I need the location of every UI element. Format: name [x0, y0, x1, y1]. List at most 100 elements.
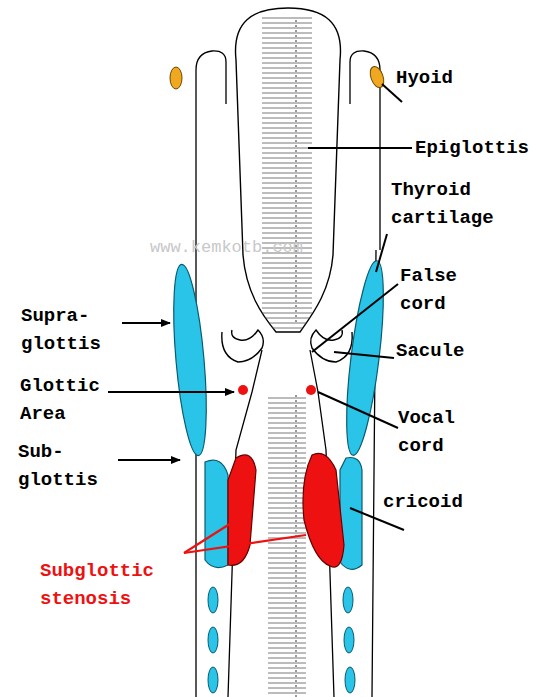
- region-label: Glottic Area: [20, 372, 112, 428]
- hatch-line: [268, 488, 306, 489]
- leader-lines: [108, 84, 412, 530]
- hatch-line: [262, 318, 312, 319]
- hatch-line: [262, 18, 312, 19]
- hatch-line: [262, 28, 312, 29]
- hatch-line: [262, 108, 312, 109]
- hatch-line: [268, 643, 306, 644]
- hatch-line: [262, 163, 312, 164]
- epiglottis-hatching: [262, 18, 312, 328]
- hatch-line: [268, 438, 306, 439]
- hatch-line: [268, 633, 306, 634]
- hatch-line: [268, 598, 306, 599]
- hatch-line: [262, 278, 312, 279]
- vocal-cord-dot: [306, 385, 316, 395]
- part-label: False cord: [400, 262, 472, 318]
- hatch-line: [268, 593, 306, 594]
- pathology-label: Subglottic stenosis: [40, 557, 172, 613]
- hatch-line: [268, 443, 306, 444]
- hatch-line: [268, 668, 306, 669]
- hatch-line: [268, 658, 306, 659]
- hatch-line: [268, 493, 306, 494]
- part-label: Vocal cord: [398, 404, 470, 460]
- hatch-line: [262, 73, 312, 74]
- hatch-line: [268, 613, 306, 614]
- trachea-midline: [296, 395, 297, 697]
- hatch-line: [262, 218, 312, 219]
- hatch-line: [268, 498, 306, 499]
- hatch-line: [268, 413, 306, 414]
- hatch-line: [268, 503, 306, 504]
- pharynx-outline: [196, 51, 226, 104]
- hatch-line: [262, 263, 312, 264]
- hatch-line: [262, 173, 312, 174]
- stenosis-tissue: [228, 455, 256, 565]
- hatch-line: [262, 183, 312, 184]
- hatch-line: [268, 528, 306, 529]
- hatch-line: [268, 618, 306, 619]
- hatch-line: [268, 588, 306, 589]
- part-label: Thyroid cartilage: [391, 176, 503, 232]
- hatch-line: [262, 133, 312, 134]
- hatch-line: [268, 463, 306, 464]
- hatch-line: [262, 273, 312, 274]
- trachea-hatching: [268, 398, 306, 693]
- hatch-line: [268, 483, 306, 484]
- hatch-line: [262, 303, 312, 304]
- epiglottis-shape: [235, 8, 340, 332]
- hatch-line: [262, 258, 312, 259]
- hatch-line: [262, 103, 312, 104]
- hatch-line: [268, 478, 306, 479]
- hatch-line: [268, 403, 306, 404]
- hatch-line: [262, 68, 312, 69]
- hatch-line: [262, 328, 312, 329]
- hatch-line: [262, 213, 312, 214]
- hatch-line: [268, 458, 306, 459]
- part-label: Epiglottis: [415, 134, 539, 162]
- false-cord-shape: [222, 330, 264, 362]
- hatch-line: [268, 473, 306, 474]
- hatch-line: [268, 453, 306, 454]
- hatch-line: [268, 418, 306, 419]
- hatch-line: [268, 648, 306, 649]
- thyroid-cartilage: [339, 259, 391, 457]
- hatch-line: [268, 578, 306, 579]
- hatch-line: [268, 518, 306, 519]
- hatch-line: [262, 233, 312, 234]
- hatch-line: [268, 683, 306, 684]
- hatch-line: [262, 158, 312, 159]
- hatch-line: [262, 88, 312, 89]
- hatch-line: [262, 298, 312, 299]
- hatch-line: [262, 53, 312, 54]
- hatch-line: [262, 58, 312, 59]
- vocal-cord-dot: [238, 385, 248, 395]
- hyoid-bone: [170, 67, 182, 89]
- part-label: Hyoid: [396, 64, 516, 92]
- hatch-line: [268, 663, 306, 664]
- hatch-line: [268, 673, 306, 674]
- stenosis-tissue: [303, 453, 344, 567]
- hatch-line: [268, 548, 306, 549]
- hatch-line: [262, 283, 312, 284]
- hatch-line: [262, 98, 312, 99]
- hatch-line: [268, 523, 306, 524]
- hatch-line: [262, 23, 312, 24]
- hatch-line: [268, 558, 306, 559]
- hatch-line: [262, 43, 312, 44]
- hatch-line: [262, 188, 312, 189]
- region-label: Supra- glottis: [21, 302, 107, 358]
- hatch-line: [262, 33, 312, 34]
- stenosis-leaders: [184, 520, 306, 553]
- region-label: Sub- glottis: [18, 438, 104, 494]
- cricoid-cartilage: [205, 460, 228, 567]
- tracheal-rings: [208, 587, 355, 693]
- hatch-line: [262, 178, 312, 179]
- hatch-line: [268, 508, 306, 509]
- hatch-line: [268, 433, 306, 434]
- hatch-line: [262, 268, 312, 269]
- hatch-line: [262, 63, 312, 64]
- hatch-line: [262, 93, 312, 94]
- hatch-line: [262, 138, 312, 139]
- hatch-line: [262, 153, 312, 154]
- hatch-line: [268, 398, 306, 399]
